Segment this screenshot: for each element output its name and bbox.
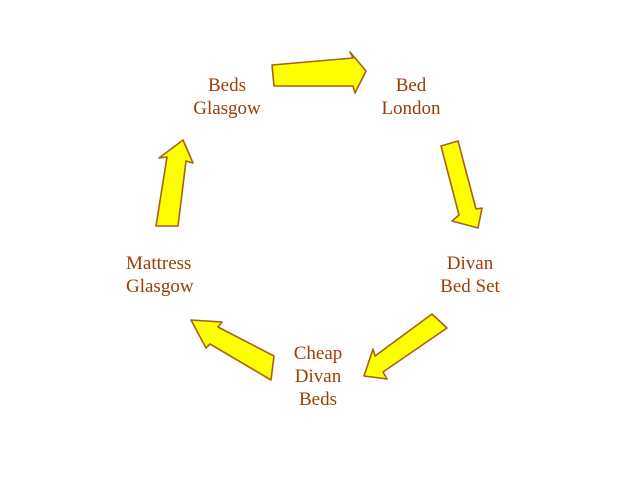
node-label-line: Bed Set [440,276,500,297]
node-label-line: Glasgow [126,276,194,297]
node-label-line: Divan [294,366,342,387]
node-label-line: Beds [208,75,246,96]
cycle-arrow [190,319,275,381]
cycle-arrow [155,139,194,227]
cycle-arrow [271,51,367,94]
node-label-line: Divan [446,253,494,274]
node-label-line: Mattress [126,253,192,274]
node-beds-glasgow: Beds Glasgow [182,74,272,120]
node-label-line: Beds [299,389,337,410]
node-label-line: London [381,98,441,119]
node-mattress-glasgow: Mattress Glasgow [126,252,226,298]
node-label-line: Cheap [293,343,343,364]
cycle-arrow [363,313,448,380]
node-label-line: Glasgow [193,98,261,119]
node-divan-bed-set: Divan Bed Set [420,252,520,298]
node-bed-london: Bed London [366,74,456,120]
cycle-arrow [440,140,483,229]
node-label-line: Bed [395,75,427,96]
node-cheap-divan-beds: Cheap Divan Beds [278,342,358,411]
